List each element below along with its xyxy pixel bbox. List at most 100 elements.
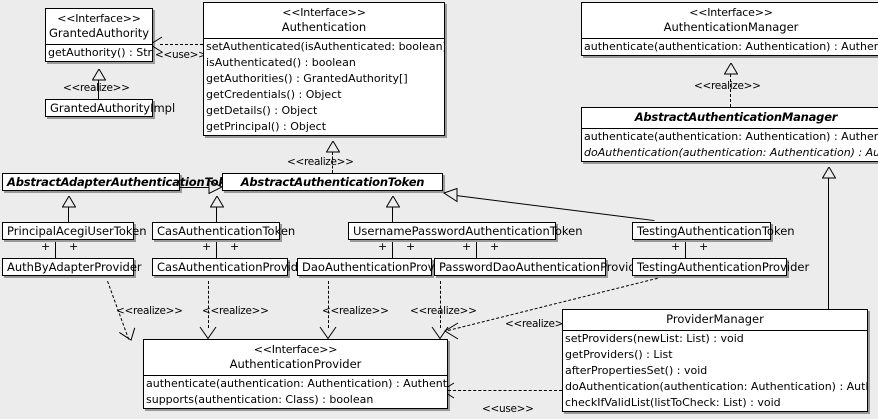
association-marker-plus: + bbox=[378, 240, 388, 253]
class-members-authentication-manager: authenticate(authentication: Authenticat… bbox=[582, 39, 878, 55]
class-members-granted-authority: getAuthority() : String bbox=[46, 45, 152, 61]
relationship-label-realize-abstract-authentication-token: <<realize>> bbox=[287, 156, 354, 168]
generalization-line-cas-authentication-token bbox=[216, 207, 217, 222]
class-box-abstract-authentication-manager[interactable]: AbstractAuthenticationManager authentica… bbox=[581, 107, 878, 162]
stereotype-label: <<Interface>> bbox=[57, 12, 141, 25]
class-header-granted-authority: <<Interface>> GrantedAuthority bbox=[46, 9, 152, 45]
association-marker-plus: + bbox=[406, 240, 416, 253]
relationship-label-use-provider-manager: <<use>> bbox=[482, 403, 534, 415]
class-name-label: TestingAuthenticationToken bbox=[637, 224, 795, 238]
class-header-auth-by-adapter-provider: AuthByAdapterProvider bbox=[3, 259, 142, 275]
class-box-abstract-adapter-authentication-token[interactable]: AbstractAdapterAuthenticationToken bbox=[2, 173, 241, 191]
association-marker-plus: + bbox=[490, 240, 500, 253]
class-name-label: AbstractAuthenticationToken bbox=[240, 175, 425, 189]
class-header-abstract-adapter-authentication-token: AbstractAdapterAuthenticationToken bbox=[3, 174, 241, 190]
class-box-testing-authentication-token[interactable]: TestingAuthenticationToken bbox=[632, 222, 795, 240]
realize-line-dao-authentication-provider bbox=[328, 281, 329, 328]
generalization-arrowhead-abstract-authentication-manager bbox=[822, 167, 836, 179]
class-box-principal-acegi-user-token[interactable]: PrincipalAcegiUserToken bbox=[2, 222, 147, 240]
class-members-provider-manager: setProviders(newList: List) : void getPr… bbox=[563, 331, 867, 411]
class-header-password-dao-authentication-provider: PasswordDaoAuthenticationProvider bbox=[435, 259, 648, 275]
class-member: getCredentials() : Object bbox=[206, 88, 342, 101]
stereotype-label: <<Interface>> bbox=[253, 343, 338, 356]
class-box-abstract-authentication-token[interactable]: AbstractAuthenticationToken bbox=[222, 173, 443, 191]
class-member: isAuthenticated() : boolean bbox=[206, 56, 356, 69]
class-member: supports(authentication: Class) : boolea… bbox=[146, 393, 374, 406]
class-member: setProviders(newList: List) : void bbox=[565, 332, 744, 345]
class-member: authenticate(authentication: Authenticat… bbox=[584, 130, 878, 143]
class-header-authentication: <<Interface>> Authentication bbox=[204, 3, 444, 39]
class-box-authentication-provider[interactable]: <<Interface>> AuthenticationProvider aut… bbox=[143, 339, 448, 409]
class-box-authentication[interactable]: <<Interface>> Authentication setAuthenti… bbox=[203, 2, 445, 136]
class-header-cas-authentication-token: CasAuthenticationToken bbox=[153, 223, 295, 239]
class-box-granted-authority[interactable]: <<Interface>> GrantedAuthority getAuthor… bbox=[45, 8, 153, 62]
class-header-authentication-provider: <<Interface>> AuthenticationProvider bbox=[144, 340, 447, 376]
generalization-line-provider-manager bbox=[828, 178, 829, 312]
relationship-label-realize-provider-manager: <<realize>> bbox=[505, 318, 572, 330]
association-marker-plus: + bbox=[69, 240, 79, 253]
relationship-label-realize-cas-provider: <<realize>> bbox=[202, 305, 269, 317]
class-name-label: AuthByAdapterProvider bbox=[7, 260, 142, 274]
generalization-line-principal-acegi-user-token bbox=[68, 207, 69, 222]
class-box-cas-authentication-token[interactable]: CasAuthenticationToken bbox=[152, 222, 295, 240]
realize-arrowhead-authentication-manager bbox=[724, 63, 738, 75]
class-name-label: AbstractAdapterAuthenticationToken bbox=[7, 175, 241, 189]
class-member: getProviders() : List bbox=[565, 348, 673, 361]
class-header-username-password-authentication-token: UsernamePasswordAuthenticationToken bbox=[349, 223, 582, 239]
class-header-testing-authentication-provider: TestingAuthenticationProvider bbox=[633, 259, 810, 275]
class-members-authentication-provider: authenticate(authentication: Authenticat… bbox=[144, 376, 447, 408]
association-marker-plus: + bbox=[462, 240, 472, 253]
association-marker-plus: + bbox=[41, 240, 51, 253]
association-marker-plus: + bbox=[699, 240, 709, 253]
class-box-auth-by-adapter-provider[interactable]: AuthByAdapterProvider bbox=[2, 258, 142, 276]
class-box-dao-authentication-provider[interactable]: DaoAuthenticationProvider bbox=[297, 258, 457, 276]
realize-arrowhead-dao-provider bbox=[319, 326, 337, 340]
class-name-label: Authentication bbox=[281, 20, 367, 34]
association-line-cas bbox=[216, 242, 217, 258]
generalization-line-testing-authentication-token bbox=[455, 195, 655, 222]
class-header-authentication-manager: <<Interface>> AuthenticationManager bbox=[582, 3, 878, 39]
association-line-testing bbox=[685, 242, 686, 258]
relationship-label-realize-password-dao-provider: <<realize>> bbox=[410, 305, 477, 317]
realize-arrowhead-auth-by-adapter bbox=[118, 325, 140, 345]
class-header-abstract-authentication-token: AbstractAuthenticationToken bbox=[223, 174, 442, 190]
class-header-dao-authentication-provider: DaoAuthenticationProvider bbox=[298, 259, 457, 275]
class-header-cas-authentication-provider: CasAuthenticationProvider bbox=[153, 259, 310, 275]
generalization-line-username-password-token bbox=[392, 207, 393, 222]
stereotype-label: <<Interface>> bbox=[689, 6, 773, 19]
class-members-authentication: setAuthenticated(isAuthenticated: boolea… bbox=[204, 39, 444, 135]
association-line-dao bbox=[392, 242, 393, 258]
association-marker-plus: + bbox=[230, 240, 240, 253]
class-header-principal-acegi-user-token: PrincipalAcegiUserToken bbox=[3, 223, 147, 239]
class-member: getPrincipal() : Object bbox=[206, 120, 327, 133]
class-name-label: PasswordDaoAuthenticationProvider bbox=[439, 260, 648, 274]
class-name-label: TestingAuthenticationProvider bbox=[637, 260, 810, 274]
class-box-testing-authentication-provider[interactable]: TestingAuthenticationProvider bbox=[632, 258, 810, 276]
class-box-username-password-authentication-token[interactable]: UsernamePasswordAuthenticationToken bbox=[348, 222, 582, 240]
class-name-label: ProviderManager bbox=[666, 312, 764, 326]
realize-arrowhead-authentication bbox=[326, 141, 340, 153]
class-member: getAuthority() : String bbox=[48, 46, 152, 59]
association-line-principal-acegi bbox=[55, 242, 56, 258]
class-header-granted-authority-impl: GrantedAuthorityImpl bbox=[46, 100, 175, 116]
relationship-label-realize-abstract-authentication-manager: <<realize>> bbox=[694, 80, 761, 92]
generalization-line-abstract-adapter-token bbox=[180, 187, 210, 188]
class-box-granted-authority-impl[interactable]: GrantedAuthorityImpl bbox=[45, 99, 175, 117]
realize-line-cas-authentication-provider bbox=[208, 281, 209, 328]
class-box-password-dao-authentication-provider[interactable]: PasswordDaoAuthenticationProvider bbox=[434, 258, 648, 276]
generalization-arrowhead-abstract-authentication-token-right bbox=[443, 188, 458, 203]
class-box-cas-authentication-provider[interactable]: CasAuthenticationProvider bbox=[152, 258, 310, 276]
class-member: checkIfValidList(listToCheck: List) : vo… bbox=[565, 396, 781, 409]
class-member: getAuthorities() : GrantedAuthority[] bbox=[206, 72, 408, 85]
class-member: doAuthentication(authentication: Authent… bbox=[565, 380, 867, 393]
class-member: afterPropertiesSet() : void bbox=[565, 364, 708, 377]
generalization-arrowhead-abstract-authentication-token-a bbox=[210, 196, 224, 208]
relationship-label-realize-granted-authority-impl: <<realize>> bbox=[63, 82, 130, 94]
association-marker-plus: + bbox=[671, 240, 681, 253]
class-box-authentication-manager[interactable]: <<Interface>> AuthenticationManager auth… bbox=[581, 2, 878, 56]
class-box-provider-manager[interactable]: ProviderManager setProviders(newList: Li… bbox=[562, 309, 868, 412]
realize-arrowhead-cas-provider bbox=[199, 326, 217, 340]
class-member: setAuthenticated(isAuthenticated: boolea… bbox=[206, 40, 444, 53]
class-header-abstract-authentication-manager: AbstractAuthenticationManager bbox=[582, 108, 878, 129]
